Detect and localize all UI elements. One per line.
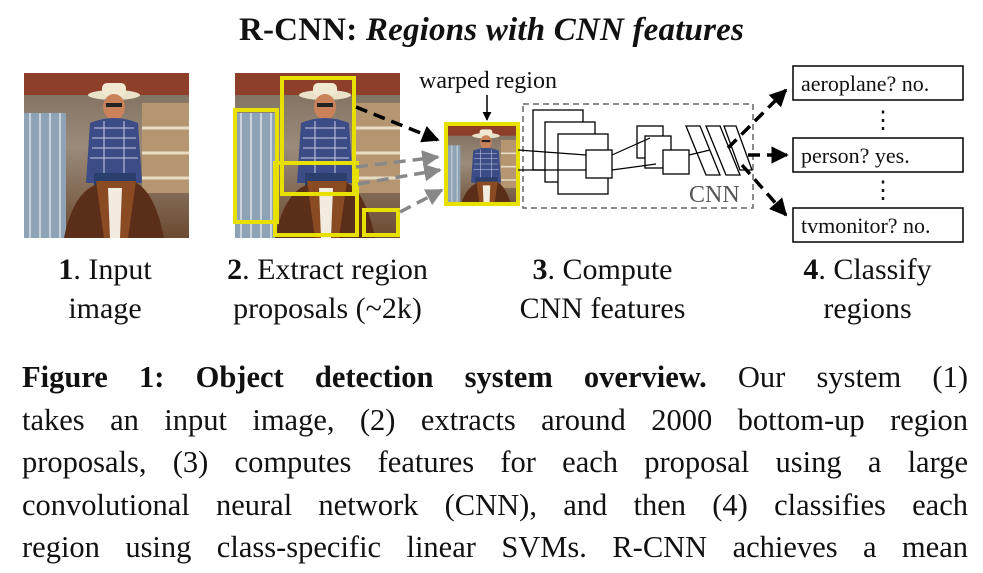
step-3-label: 3. Compute CNN features	[495, 250, 710, 328]
class-tvmonitor-label: tvmonitor? no.	[801, 213, 931, 238]
proposals-image	[233, 71, 402, 240]
ellipsis-2: ⋮	[871, 178, 895, 204]
title-italic: Regions with CNN features	[365, 12, 745, 48]
class-aeroplane-label: aeroplane? no.	[801, 71, 929, 96]
step-1-number: 1	[58, 253, 74, 286]
ellipsis-1: ⋮	[871, 108, 895, 134]
caption-line-5: region using class-specific linear SVMs.…	[22, 530, 968, 564]
cnn-label: CNN	[689, 182, 740, 208]
step-4-number: 4	[803, 253, 819, 286]
class-box-tvmonitor: tvmonitor? no.	[792, 207, 964, 243]
input-image	[22, 71, 191, 240]
figure-title: R-CNN: Regions with CNN features	[0, 12, 983, 49]
caption-line-2: takes an input image, (2) extracts aroun…	[22, 402, 968, 437]
class-box-aeroplane: aeroplane? no.	[792, 65, 964, 101]
title-bold: R-CNN:	[238, 12, 366, 48]
caption-line-4: convolutional neural network (CNN), and …	[22, 487, 968, 522]
step-2-number: 2	[227, 253, 243, 286]
step-4-text-line2: regions	[823, 292, 912, 325]
step-3-text-line2: CNN features	[519, 292, 686, 325]
caption-line-1-text: Our system (1)	[706, 360, 968, 394]
step-1-text-line2: image	[68, 292, 142, 325]
step-4-label: 4. Classify regions	[780, 250, 955, 328]
step-1-text: . Input	[73, 253, 152, 286]
step-1-label: 1. Input image	[30, 250, 180, 328]
step-3-text: . Compute	[547, 253, 673, 286]
cnn-block	[517, 103, 754, 209]
warped-region-image	[444, 122, 520, 206]
caption-bold: Figure 1: Object detection system overvi…	[22, 360, 707, 394]
warped-region-label: warped region	[419, 68, 557, 94]
caption-line-3: proposals, (3) computes features for eac…	[22, 445, 968, 479]
caption-line-1: Figure 1: Object detection system overvi…	[22, 356, 968, 399]
step-4-text: . Classify	[818, 253, 932, 286]
step-2-label: 2. Extract region proposals (~2k)	[200, 250, 455, 328]
class-person-label: person? yes.	[801, 143, 910, 168]
step-3-number: 3	[532, 253, 548, 286]
step-2-text: . Extract region	[242, 253, 428, 286]
proposal-arrows	[355, 105, 444, 214]
class-box-person: person? yes.	[792, 137, 964, 173]
step-2-text-line2: proposals (~2k)	[233, 292, 422, 325]
figure-caption: Figure 1: Object detection system overvi…	[22, 356, 968, 569]
classifier-arrows	[726, 88, 789, 217]
